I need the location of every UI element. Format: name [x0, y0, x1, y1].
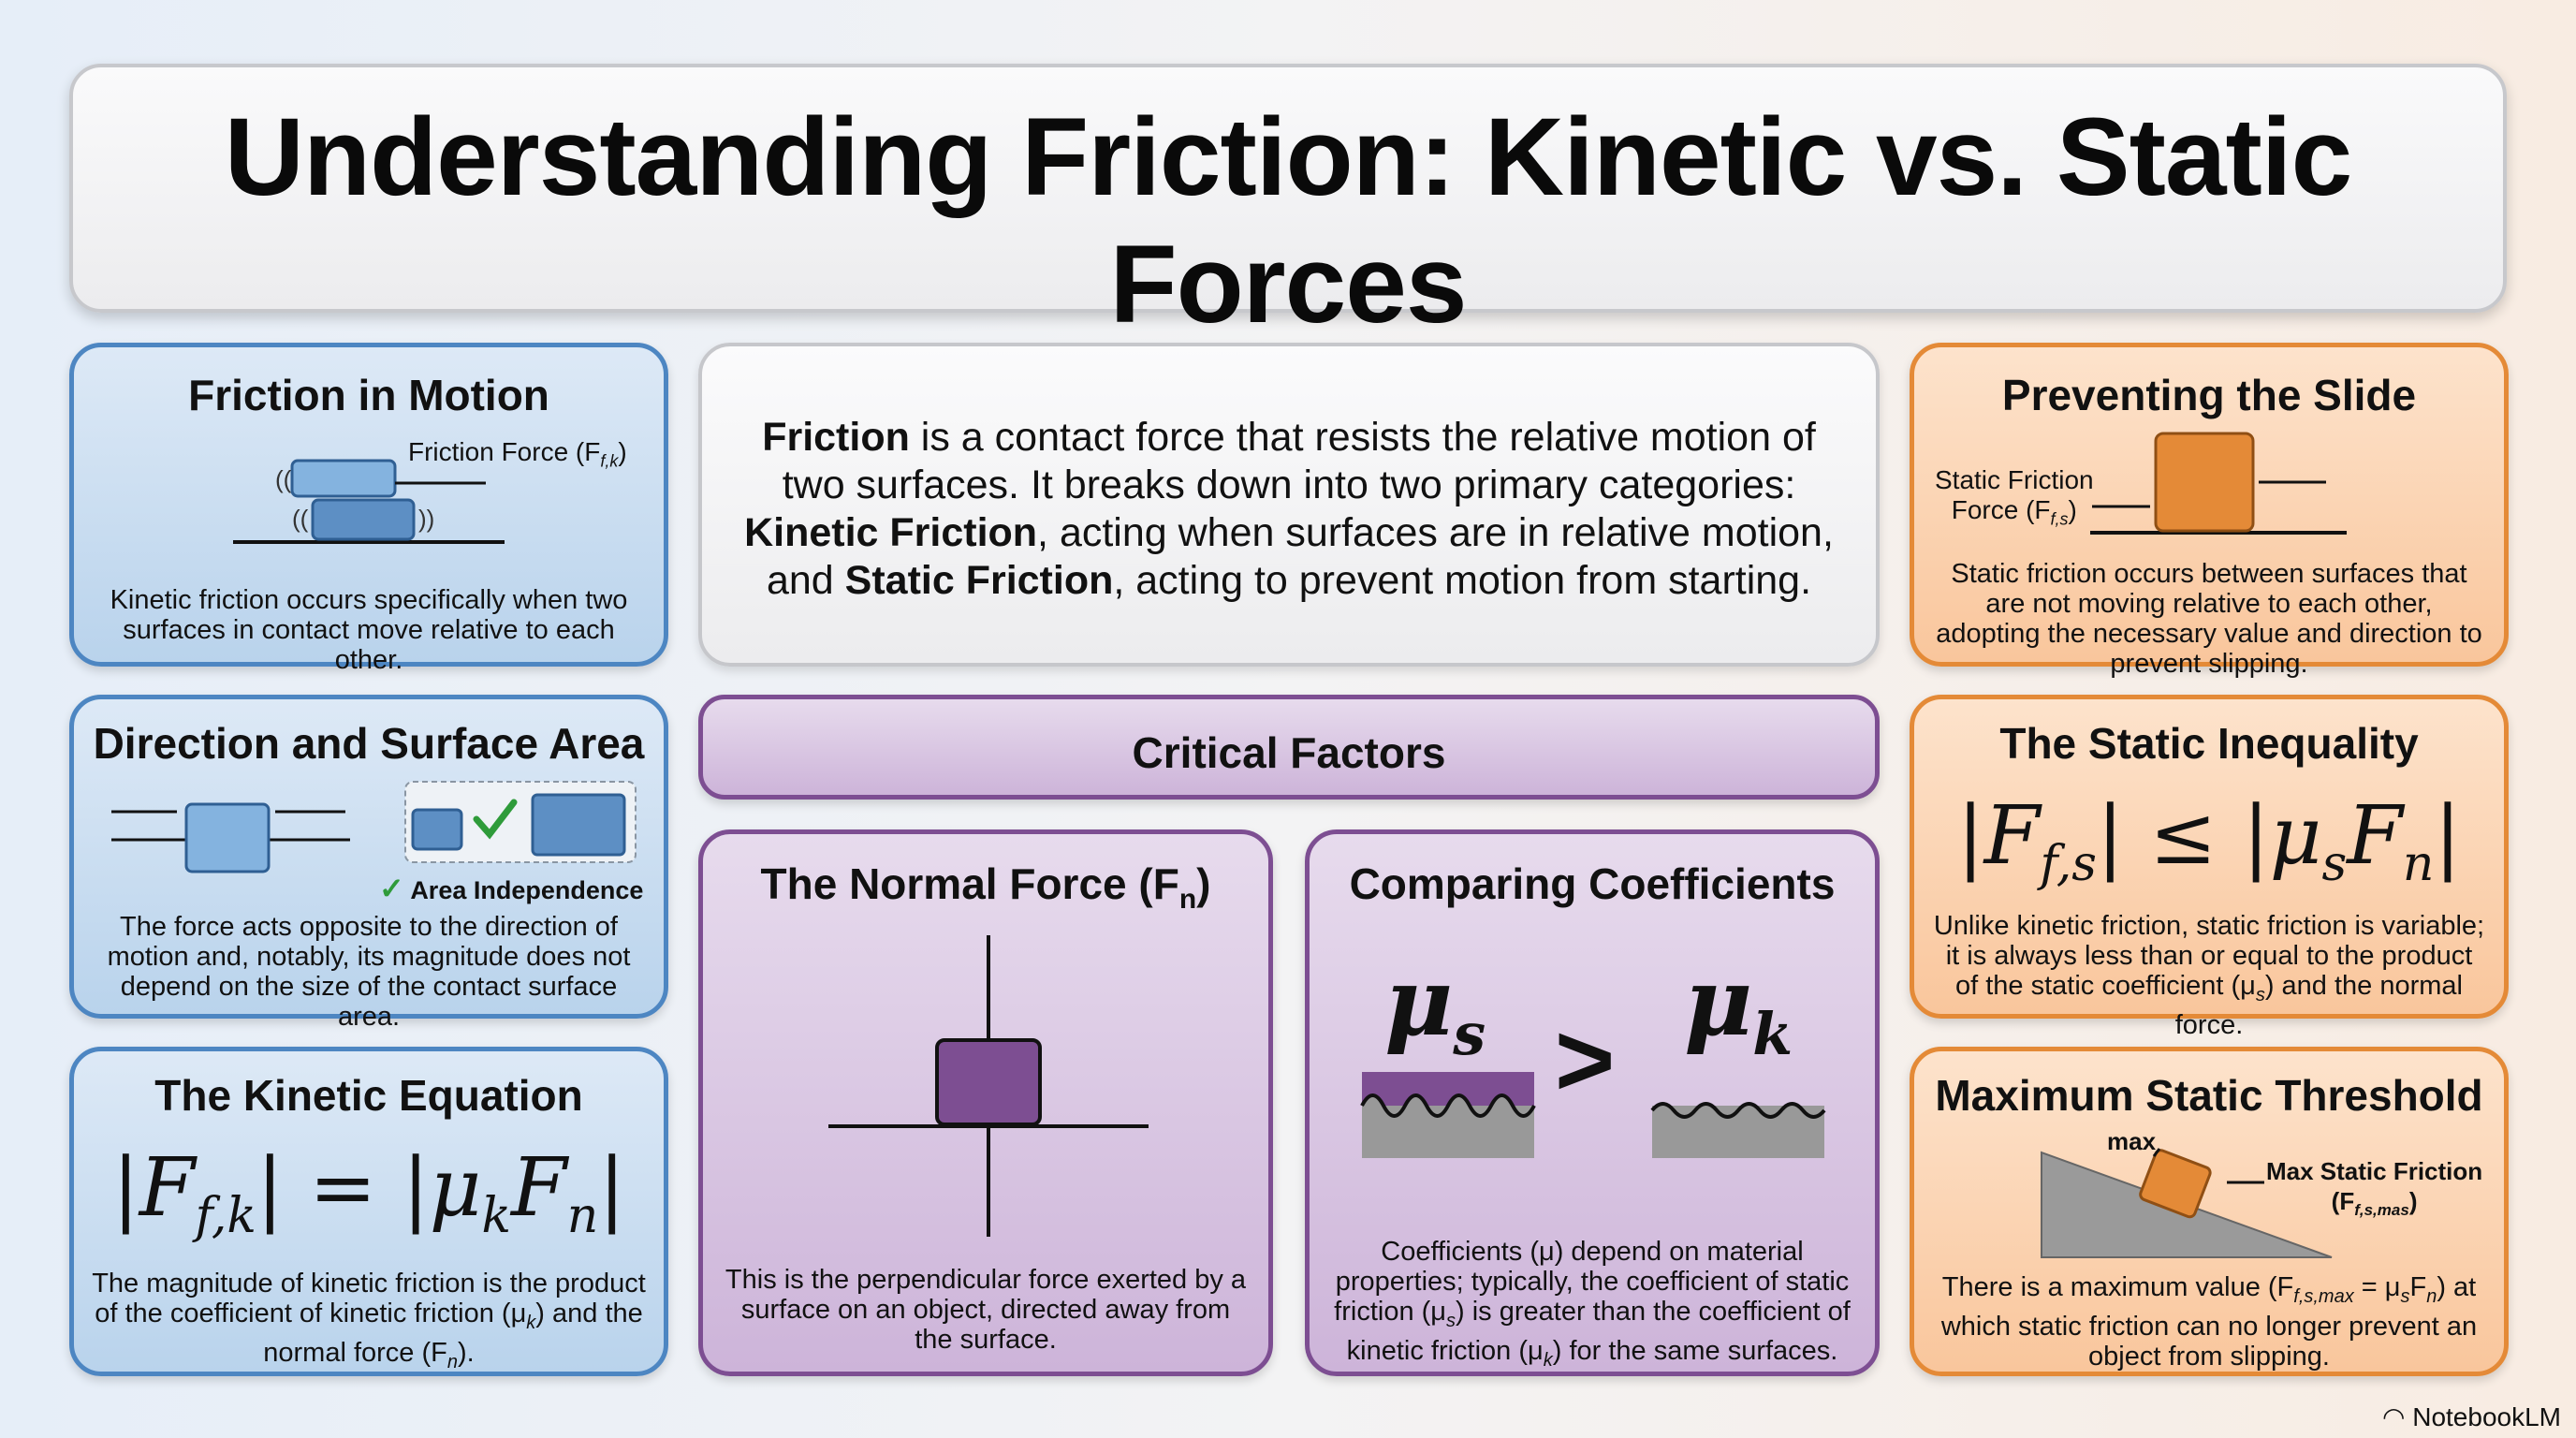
- normal-force-diagram: [828, 935, 1149, 1237]
- critical-factors-title: Critical Factors: [1132, 728, 1446, 777]
- preventing-slide-card: Preventing the Slide Static Friction For…: [1910, 343, 2509, 679]
- mu-k-symbol: μk: [1684, 946, 1793, 1068]
- direction-area-card: Direction and Surface Area ✓ Area Indepe…: [69, 695, 668, 1032]
- static-friction-force-label: Static Friction Force (Ff,s): [1935, 465, 2094, 529]
- friction-in-motion-card: Friction in Motion (( (( )) Friction For…: [69, 343, 668, 675]
- static-inequality-formula: |Ff,s| ≤ |μsFn|: [1956, 789, 2462, 893]
- incline-diagram: [2041, 1148, 2333, 1258]
- svg-text:((: ((: [275, 465, 292, 493]
- mu-s-symbol: μs: [1384, 946, 1486, 1068]
- page-title: Understanding Friction: Kinetic vs. Stat…: [224, 95, 2352, 346]
- preventing-slide-title: Preventing the Slide: [2001, 371, 2417, 419]
- surface-roughness-diagram: [1360, 1072, 1826, 1158]
- max-static-friction-label: Max Static Friction (Ff,s,mas): [2266, 1157, 2483, 1220]
- normal-force-title: The Normal Force (Fn): [760, 859, 1211, 916]
- check-icon: ✓: [379, 872, 404, 905]
- kinetic-equation-title: The Kinetic Equation: [154, 1071, 583, 1120]
- normal-force-card: The Normal Force (Fn) This is the perpen…: [698, 829, 1273, 1376]
- kinetic-equation-formula: |Ff,k| = |μkFn|: [111, 1141, 626, 1245]
- kinetic-equation-card: The Kinetic Equation |Ff,k| = |μkFn| The…: [69, 1047, 668, 1376]
- svg-text:((: ((: [292, 505, 309, 533]
- comparing-coefficients-title: Comparing Coefficients: [1349, 859, 1836, 908]
- area-independence-diagram: [111, 781, 637, 873]
- preventing-slide-desc: Static friction occurs between surfaces …: [1936, 559, 2482, 679]
- static-inequality-title: The Static Inequality: [1999, 719, 2419, 768]
- sliding-blocks-diagram: (( (( )): [233, 459, 505, 544]
- notebooklm-watermark: ◠ NotebookLM: [2382, 1402, 2561, 1431]
- svg-text:)): )): [418, 505, 434, 533]
- friction-force-label: Friction Force (Ff,k): [408, 437, 627, 471]
- notebooklm-logo-icon: ◠: [2382, 1402, 2406, 1431]
- direction-area-title: Direction and Surface Area: [93, 719, 645, 768]
- direction-area-desc: The force acts opposite to the direction…: [107, 912, 631, 1032]
- static-inequality-desc: Unlike kinetic friction, static friction…: [1933, 911, 2485, 1040]
- max-label: max: [2107, 1127, 2157, 1155]
- normal-force-desc: This is the perpendicular force exerted …: [724, 1265, 1247, 1355]
- max-static-threshold-desc: There is a maximum value (Ff,s,max = μsF…: [1940, 1272, 2478, 1372]
- friction-in-motion-title: Friction in Motion: [188, 371, 549, 419]
- static-inequality-card: The Static Inequality |Ff,s| ≤ |μsFn| Un…: [1910, 695, 2509, 1040]
- intro-panel: Friction is a contact force that resists…: [698, 343, 1880, 667]
- static-block-diagram: [2090, 432, 2347, 535]
- critical-factors-banner: Critical Factors: [698, 695, 1880, 800]
- kinetic-equation-desc: The magnitude of kinetic friction is the…: [92, 1269, 646, 1372]
- intro-text: Friction is a contact force that resists…: [744, 415, 1834, 603]
- max-static-threshold-card: Maximum Static Threshold max Max Static …: [1910, 1047, 2509, 1376]
- greater-than-symbol: >: [1555, 1003, 1616, 1118]
- friction-in-motion-desc: Kinetic friction occurs specifically whe…: [110, 585, 628, 675]
- max-static-threshold-title: Maximum Static Threshold: [1935, 1071, 2483, 1120]
- comparing-coefficients-card: Comparing Coefficients μs > μk Coefficie…: [1305, 829, 1880, 1376]
- area-independence-badge: ✓ Area Independence: [379, 872, 644, 905]
- comparing-coefficients-desc: Coefficients (μ) depend on material prop…: [1334, 1237, 1851, 1371]
- title-panel: Understanding Friction: Kinetic vs. Stat…: [69, 64, 2507, 346]
